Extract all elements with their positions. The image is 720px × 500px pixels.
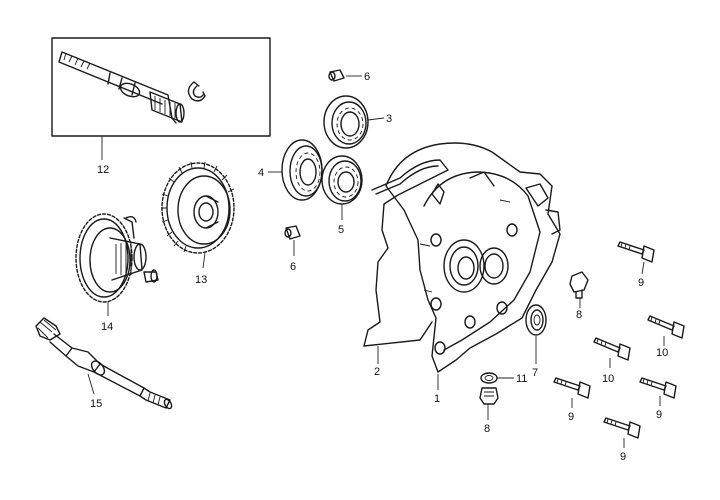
label-3: 3	[386, 113, 392, 125]
label-10b: 10	[602, 373, 614, 385]
label-10a: 10	[656, 347, 668, 359]
circlip	[187, 81, 206, 102]
drain-bolt-8b	[479, 387, 499, 405]
washer-11	[480, 372, 498, 384]
gear-14	[75, 213, 159, 303]
label-13: 13	[195, 274, 207, 286]
label-7: 7	[532, 367, 538, 379]
dowel-pin-6b	[284, 225, 301, 240]
part-12-box	[51, 37, 271, 137]
bearing-4	[281, 139, 323, 201]
bearing-3	[323, 95, 369, 149]
gearbox-cover-1	[385, 142, 561, 373]
label-11: 11	[516, 373, 527, 385]
label-9c: 9	[656, 409, 662, 421]
gear-13	[161, 161, 235, 254]
bolt-9d	[603, 417, 641, 439]
label-4: 4	[258, 167, 264, 179]
bolt-10a	[647, 315, 685, 339]
label-9d: 9	[620, 451, 626, 463]
bolt-9b	[553, 377, 591, 399]
label-6a: 6	[364, 71, 370, 83]
gasket-2	[363, 159, 449, 347]
bearing-5	[321, 155, 363, 205]
label-5: 5	[338, 224, 344, 236]
label-8b: 8	[484, 423, 490, 435]
oil-seal-7	[525, 304, 547, 336]
label-9b: 9	[568, 411, 574, 423]
dowel-pin-6a	[328, 69, 345, 82]
bolt-10b	[593, 337, 631, 361]
label-6b: 6	[290, 261, 296, 273]
label-15: 15	[90, 398, 102, 410]
label-2: 2	[374, 366, 380, 378]
label-9a: 9	[638, 277, 644, 289]
label-8a: 8	[576, 309, 582, 321]
bolt-9c	[639, 377, 677, 399]
output-shaft-15	[35, 317, 173, 410]
label-12: 12	[97, 164, 109, 176]
label-1: 1	[434, 393, 440, 405]
label-14: 14	[101, 321, 113, 333]
bolt-9a	[617, 241, 655, 263]
bolt-8a	[569, 271, 589, 299]
drive-shaft-12	[58, 51, 185, 124]
